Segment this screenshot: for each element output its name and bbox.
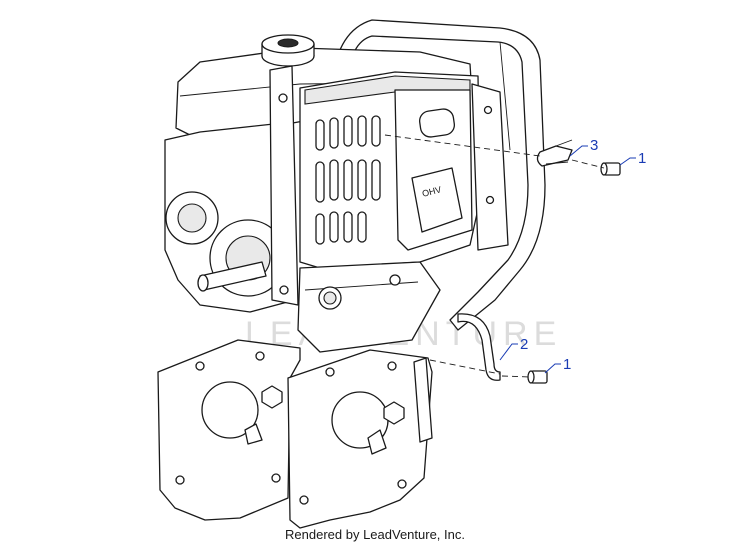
callout-1-upper-label: 1 xyxy=(638,150,646,167)
fuel-cap xyxy=(261,34,315,67)
mounting-plate-left xyxy=(157,339,301,521)
callout-3-label: 3 xyxy=(590,137,598,154)
valve-cover: OHV xyxy=(411,167,463,233)
callout-leaders xyxy=(499,145,636,374)
assembly-lines xyxy=(384,134,605,378)
callout-1-lower-label: 1 xyxy=(563,356,571,373)
callout-2-label: 2 xyxy=(520,336,528,353)
part-1-bolt-upper xyxy=(600,162,621,176)
engine-badge-text: OHV xyxy=(421,184,442,198)
mounting-plate-right xyxy=(287,349,433,529)
part-1-bolt-lower xyxy=(527,370,548,384)
engine-assembly: OHV xyxy=(164,34,509,353)
cooling-fins xyxy=(315,115,381,245)
part-2-cable-guide xyxy=(457,313,501,381)
render-credit: Rendered by LeadVenture, Inc. xyxy=(285,527,465,542)
part-3-cable-clip xyxy=(536,139,573,167)
